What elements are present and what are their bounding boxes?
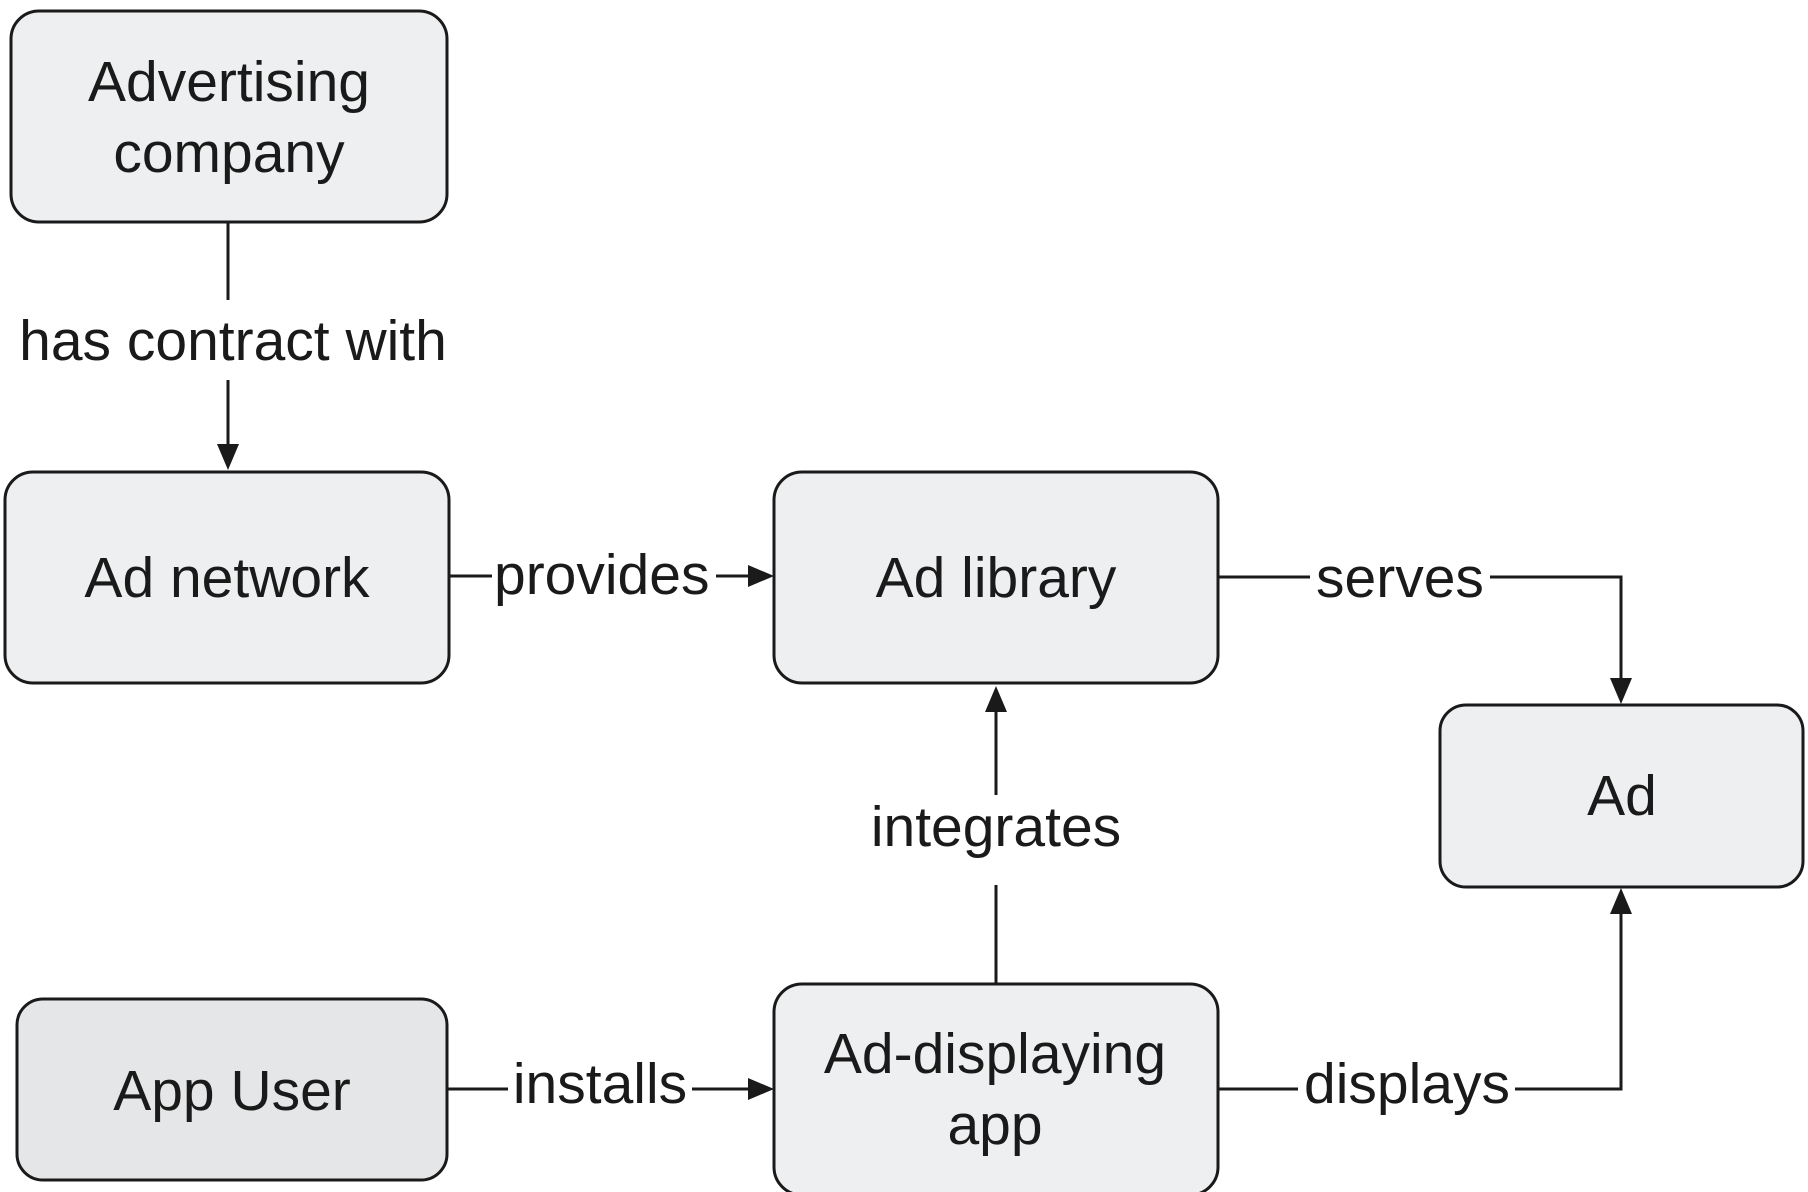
node-ad-displaying-app-line1: Ad-displaying: [824, 1022, 1166, 1086]
node-advertising-company-line2: company: [113, 121, 345, 185]
node-advertising-company-line1: Advertising: [88, 50, 370, 114]
edge-serves: serves: [1218, 546, 1632, 704]
edge-integrates: integrates: [871, 686, 1121, 983]
node-ad-library-label: Ad library: [876, 546, 1117, 610]
node-app-user: App User: [15, 997, 449, 1182]
node-ad-library: Ad library: [772, 470, 1220, 685]
arrow-up-icon: [1610, 888, 1632, 914]
edge-label-displays: displays: [1304, 1052, 1510, 1116]
arrow-down-icon: [217, 444, 239, 470]
node-ad-network-label: Ad network: [84, 546, 370, 610]
node-ad-network: Ad network: [3, 470, 451, 685]
node-ad-label: Ad: [1587, 764, 1657, 828]
edge-displays: displays: [1218, 888, 1632, 1116]
edge-label-serves: serves: [1316, 546, 1484, 610]
edge-label-has-contract-with: has contract with: [19, 309, 447, 373]
node-ad: Ad: [1438, 703, 1805, 889]
edge-has-contract-with: has contract with: [19, 222, 447, 470]
arrow-down-icon: [1610, 678, 1632, 704]
node-advertising-company: Advertising company: [9, 9, 449, 224]
edge-label-installs: installs: [513, 1052, 687, 1116]
arrow-right-icon: [748, 565, 774, 587]
edge-installs: installs: [447, 1052, 774, 1116]
arrow-up-icon: [985, 686, 1007, 712]
edge-label-provides: provides: [494, 543, 709, 607]
node-app-user-label: App User: [113, 1059, 351, 1123]
edge-provides: provides: [449, 543, 774, 607]
node-ad-displaying-app: Ad-displaying app: [772, 982, 1220, 1192]
edge-label-integrates: integrates: [871, 795, 1121, 859]
node-ad-displaying-app-line2: app: [947, 1093, 1042, 1157]
arrow-right-icon: [748, 1078, 774, 1100]
